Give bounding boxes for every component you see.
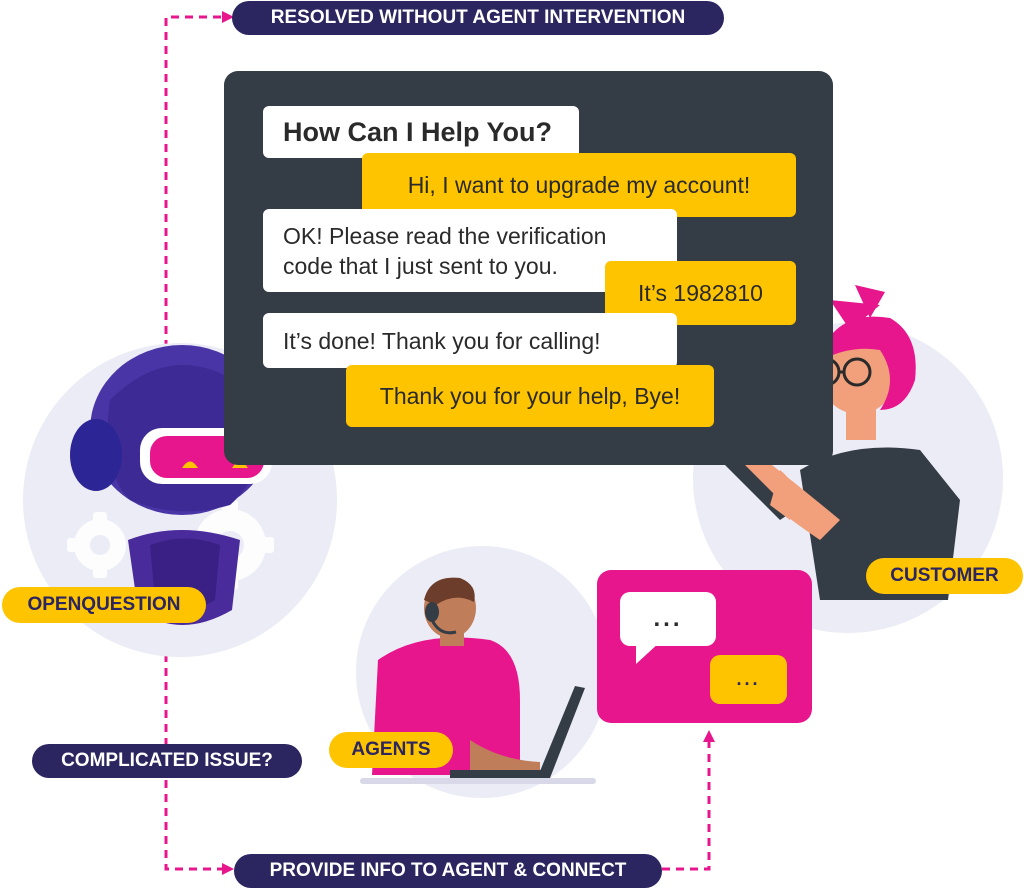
flow-label-provide-info: PROVIDE INFO TO AGENT & CONNECT: [234, 854, 662, 888]
flow-label-resolved: RESOLVED WITHOUT AGENT INTERVENTION: [232, 1, 724, 35]
actor-label-bot: OPENQUESTION: [2, 587, 206, 623]
chat-bubble-bot: It’s done! Thank you for calling!: [263, 313, 677, 368]
chat-bubble-bot: How Can I Help You?: [263, 106, 579, 158]
flow-line-top: [164, 11, 234, 362]
flow-label-complicated: COMPLICATED ISSUE?: [32, 744, 302, 778]
flow-line-to-agent: [662, 730, 715, 871]
chat-bubble-customer: Thank you for your help, Bye!: [346, 365, 714, 427]
actor-label-customer: CUSTOMER: [866, 558, 1023, 594]
chat-bubble-customer: Hi, I want to upgrade my account!: [362, 153, 796, 217]
flow-line-bottom: [164, 640, 234, 875]
actor-label-agents: AGENTS: [329, 732, 453, 768]
typing-indicator-white: ...: [620, 592, 716, 646]
typing-indicator-yellow: ...: [710, 655, 787, 704]
gear-icon: [67, 512, 126, 578]
